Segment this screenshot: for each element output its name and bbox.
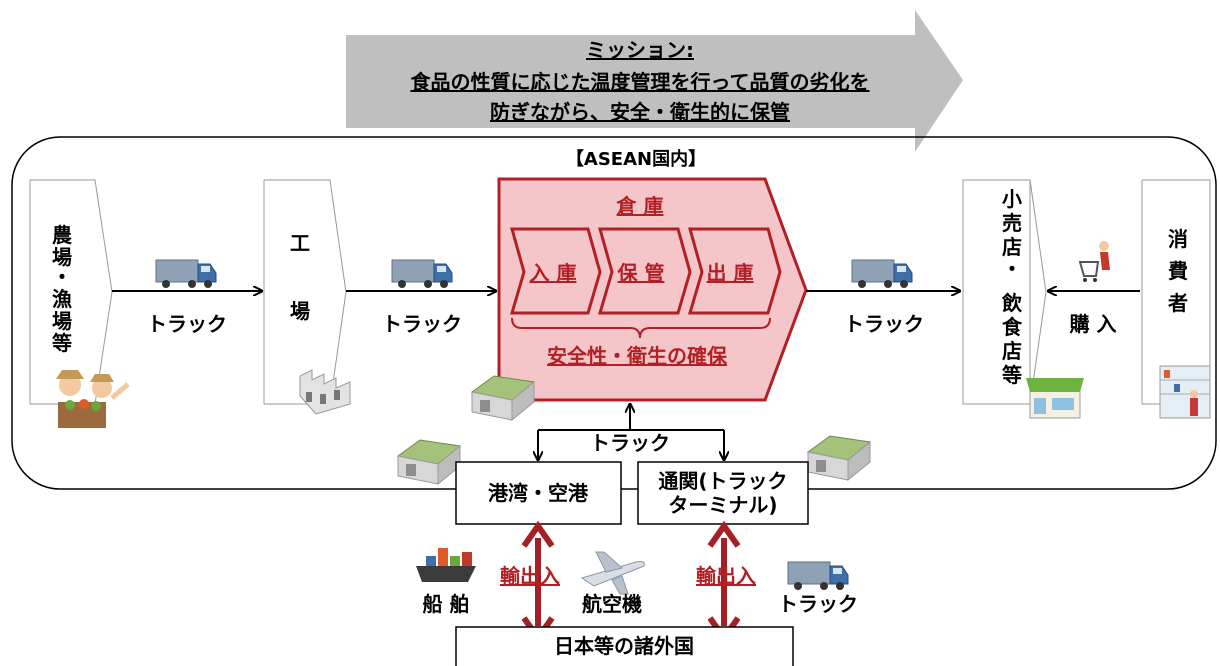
import-export-label-1: 輸出入	[500, 564, 560, 588]
warehouse-icon-3	[807, 435, 871, 481]
svg-text:場: 場	[52, 245, 72, 269]
svg-text:農: 農	[52, 223, 72, 247]
warehouse-title: 倉 庫	[616, 194, 664, 218]
airplane-label: 航空機	[582, 592, 642, 616]
factory-label-1: 工	[290, 231, 310, 255]
purchase-label: 購 入	[1070, 312, 1117, 336]
svg-text:場: 場	[52, 309, 72, 333]
port-label: 港湾・空港	[488, 481, 589, 505]
foreign-node	[455, 626, 794, 666]
warehouse-brace	[511, 317, 771, 339]
foreign-label: 日本等の諸外国	[554, 634, 694, 658]
farmers-icon	[56, 370, 130, 428]
retail-chevron-edge	[1029, 179, 1047, 405]
warehouse-step-out	[687, 227, 782, 315]
truck-icon-1	[155, 259, 217, 289]
warehouse-caption: 安全性・衛生の確保	[547, 344, 728, 368]
shop-icon	[1026, 378, 1084, 419]
warehouse-step-in	[509, 227, 602, 315]
svg-text:等: 等	[1002, 363, 1022, 387]
svg-text:店: 店	[1002, 339, 1022, 363]
mission-line2: 食品の性質に応じた温度管理を行って品質の劣化を	[411, 70, 870, 94]
truck-label-2: トラック	[382, 312, 462, 336]
warehouse-icon-2	[397, 439, 461, 485]
import-export-label-2: 輸出入	[696, 564, 756, 588]
svg-text:食: 食	[1002, 315, 1023, 339]
airplane-icon	[580, 551, 645, 595]
svg-text:店: 店	[1002, 235, 1022, 259]
fridge-icon	[1159, 365, 1211, 419]
svg-text:漁: 漁	[52, 287, 72, 311]
svg-text:者: 者	[1167, 291, 1188, 315]
svg-text:消: 消	[1168, 227, 1188, 251]
farm-label: 農 場 ・ 漁 場 等	[52, 223, 72, 355]
svg-text:・: ・	[1002, 257, 1022, 281]
retail-label: 小 売 店 ・ 飲 食 店 等	[1001, 187, 1023, 387]
svg-text:・: ・	[52, 265, 72, 289]
region-label: 【ASEAN国内】	[566, 148, 706, 170]
factory-node	[263, 179, 347, 405]
customs-label-1: 通関(トラック	[658, 469, 787, 493]
mission-line1: ミッション:	[586, 38, 694, 62]
warehouse-step-store	[597, 227, 692, 315]
truck-label-1: トラック	[147, 312, 227, 336]
truck-label-3: トラック	[844, 312, 924, 336]
svg-text:費: 費	[1168, 259, 1188, 283]
ship-icon	[416, 548, 476, 582]
customs-node	[637, 461, 809, 525]
warehouse-step-in-label: 入 庫	[530, 261, 577, 285]
svg-text:飲: 飲	[1001, 291, 1023, 315]
mission-line3: 防ぎながら、安全・衛生的に保管	[490, 100, 790, 124]
truck-icon-4	[787, 561, 849, 591]
svg-text:売: 売	[1002, 211, 1022, 235]
factory-label-2: 場	[290, 299, 310, 323]
truck-icon-3	[851, 259, 913, 289]
shopper-icon	[1078, 241, 1110, 282]
mission-arrow	[346, 10, 963, 152]
svg-text:小: 小	[1002, 187, 1022, 211]
warehouse-icon-1	[471, 375, 535, 421]
farm-node	[29, 179, 113, 405]
customs-label-2: ターミナル)	[668, 493, 777, 517]
truck-label-4: トラック	[778, 592, 858, 616]
svg-text:等: 等	[52, 331, 72, 355]
truck-icon-2	[391, 259, 453, 289]
warehouse-step-store-label: 保 管	[617, 261, 665, 285]
ship-label: 船 舶	[423, 592, 470, 616]
truck-bottom-label: トラック	[590, 431, 670, 455]
warehouse-step-out-label: 出 庫	[707, 261, 754, 285]
port-node	[455, 461, 622, 525]
consumer-label: 消 費 者	[1167, 227, 1188, 315]
factory-icon	[299, 369, 351, 415]
